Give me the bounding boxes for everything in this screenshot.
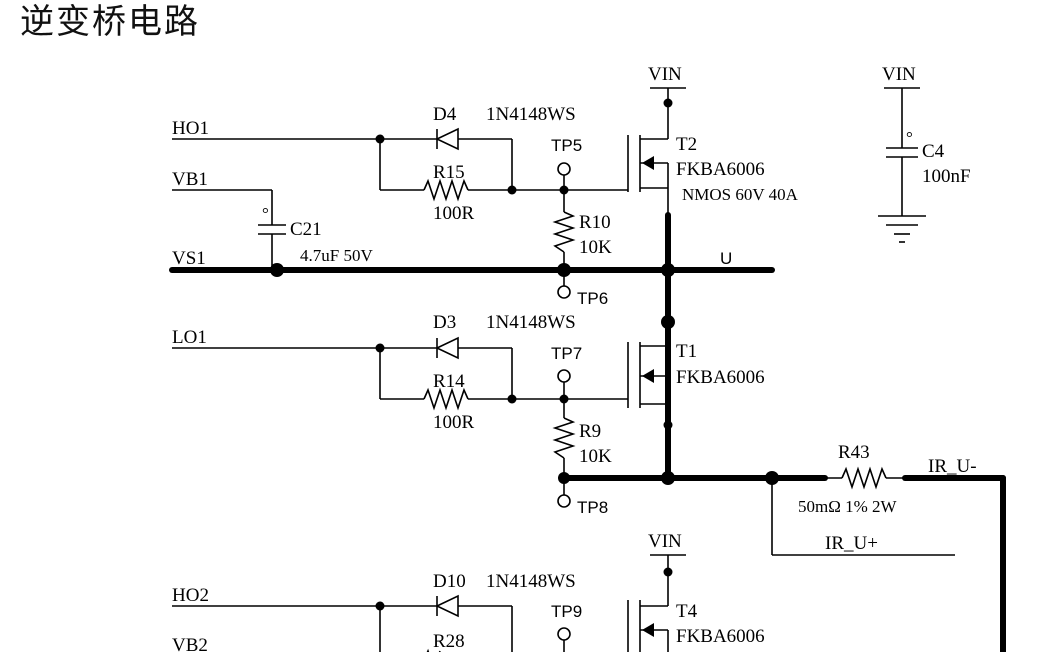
r15-value: 100R bbox=[433, 203, 475, 224]
net-label-ho1: HO1 bbox=[172, 118, 209, 139]
ground-symbol bbox=[878, 215, 926, 243]
net-label-lo1: LO1 bbox=[172, 327, 207, 348]
tp9-label: TP9 bbox=[551, 602, 582, 621]
d4-ref: D4 bbox=[433, 104, 457, 125]
ir-u-minus-net: IR_U- bbox=[902, 456, 1006, 652]
tp7-label: TP7 bbox=[551, 344, 582, 363]
tp8-label: TP8 bbox=[577, 498, 608, 517]
tp8-testpoint: TP8 bbox=[557, 478, 608, 517]
net-label-ho2: HO2 bbox=[172, 585, 209, 606]
t1-ref: T1 bbox=[676, 341, 697, 362]
t2-desc: NMOS 60V 40A bbox=[682, 185, 799, 204]
c21-capacitor: ° C21 4.7uF 50V bbox=[258, 204, 373, 270]
t4-value: FKBA6006 bbox=[676, 626, 765, 647]
r43-ref: R43 bbox=[838, 442, 870, 463]
lo1-net: LO1 bbox=[172, 327, 380, 349]
page-title: 逆变桥电路 bbox=[20, 2, 200, 42]
d10-value: 1N4148WS bbox=[486, 571, 576, 592]
ir-u-plus-net: IR_U+ bbox=[771, 478, 955, 556]
tp5-testpoint: TP5 bbox=[551, 136, 582, 190]
r9-value: 10K bbox=[579, 446, 612, 467]
net-label-u: U bbox=[720, 249, 732, 268]
r43-value: 50mΩ 1% 2W bbox=[798, 497, 898, 516]
c4-polarity-mark: ° bbox=[906, 128, 913, 147]
r10-resistor: R10 10K bbox=[552, 190, 612, 270]
net-label-vb2: VB2 bbox=[172, 635, 208, 652]
r10-ref: R10 bbox=[579, 212, 611, 233]
net-label-vb1: VB1 bbox=[172, 169, 208, 190]
r14-ref: R14 bbox=[433, 371, 465, 392]
r10-value: 10K bbox=[579, 237, 612, 258]
ho1-net: HO1 bbox=[172, 118, 380, 140]
t1-value: FKBA6006 bbox=[676, 367, 765, 388]
tp7-testpoint: TP7 bbox=[551, 344, 582, 399]
ho2-net: HO2 bbox=[172, 585, 380, 607]
r28-ref: R28 bbox=[433, 631, 465, 652]
t4-ref: T4 bbox=[676, 601, 698, 622]
vin-top-rail: VIN bbox=[648, 64, 686, 89]
r14-resistor: R14 100R bbox=[379, 348, 512, 433]
c4-value: 100nF bbox=[922, 166, 971, 187]
r9-ref: R9 bbox=[579, 421, 601, 442]
d10-ref: D10 bbox=[433, 571, 466, 592]
r14-value: 100R bbox=[433, 412, 475, 433]
t2-value: FKBA6006 bbox=[676, 159, 765, 180]
d4-diode: D4 1N4148WS bbox=[380, 104, 576, 190]
c21-value: 4.7uF 50V bbox=[300, 246, 373, 265]
d3-ref: D3 bbox=[433, 312, 456, 333]
net-label-ir-u-minus: IR_U- bbox=[928, 456, 977, 477]
d4-value: 1N4148WS bbox=[486, 104, 576, 125]
r9-resistor: R9 10K bbox=[552, 399, 612, 478]
d10-diode: D10 1N4148WS bbox=[379, 571, 576, 652]
vin-t4-rail: VIN bbox=[648, 531, 686, 606]
c21-ref: C21 bbox=[290, 219, 322, 240]
t1-mosfet: T1 FKBA6006 bbox=[627, 341, 765, 478]
vb2-net: VB2 bbox=[172, 635, 208, 652]
d3-value: 1N4148WS bbox=[486, 312, 576, 333]
c4-ref: C4 bbox=[922, 141, 945, 162]
r28-resistor: R28 bbox=[426, 631, 465, 652]
r15-resistor: R15 100R bbox=[379, 139, 512, 224]
d3-diode: D3 1N4148WS bbox=[380, 312, 576, 399]
t2-ref: T2 bbox=[676, 134, 697, 155]
net-label-vin-top: VIN bbox=[648, 64, 682, 85]
r15-ref: R15 bbox=[433, 162, 465, 183]
tp5-label: TP5 bbox=[551, 136, 582, 155]
tp6-label: TP6 bbox=[577, 289, 608, 308]
tp9-testpoint: TP9 bbox=[551, 602, 582, 652]
t2-mosfet: T2 FKBA6006 NMOS 60V 40A bbox=[627, 88, 799, 215]
vs1-u-bus: VS1 U bbox=[169, 248, 775, 273]
c21-polarity-mark: ° bbox=[262, 204, 269, 223]
t4-mosfet: T4 FKBA6006 bbox=[627, 600, 765, 652]
c4-capacitor: VIN ° C4 100nF bbox=[882, 64, 971, 216]
net-label-vs1: VS1 bbox=[172, 248, 206, 269]
net-label-vin-c4: VIN bbox=[882, 64, 916, 85]
vb1-net: VB1 bbox=[172, 169, 273, 225]
net-label-vin-t4: VIN bbox=[648, 531, 682, 552]
tp6-testpoint: TP6 bbox=[557, 270, 608, 308]
net-label-ir-u-plus: IR_U+ bbox=[825, 533, 878, 554]
